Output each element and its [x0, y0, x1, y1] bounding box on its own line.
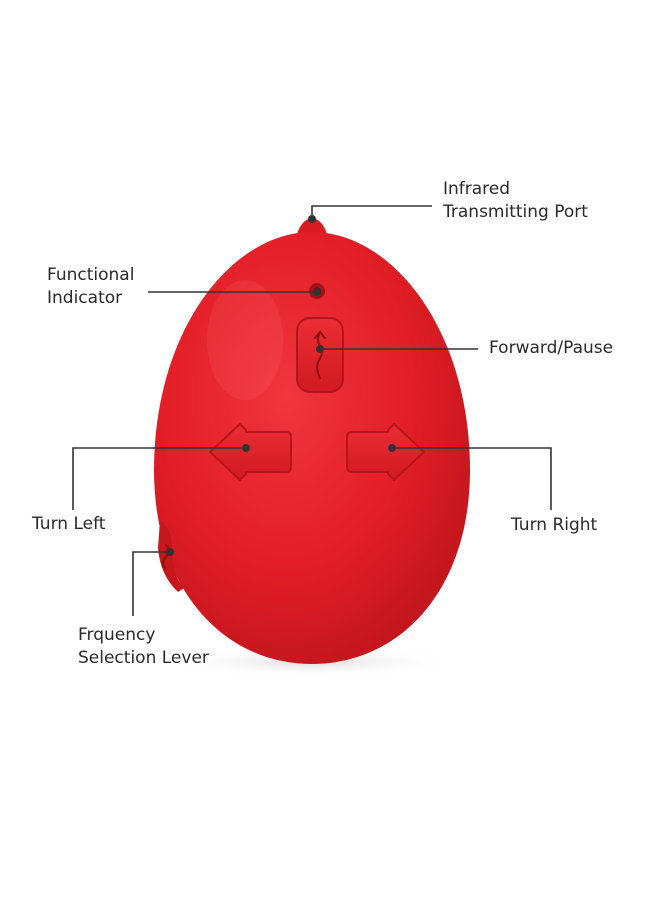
label-infrared-line1: Infrared — [443, 179, 511, 199]
dot-forward — [316, 345, 324, 353]
leader-turn-right — [392, 447, 552, 510]
leader-frequency — [132, 551, 170, 616]
forward-icon — [316, 331, 323, 379]
frequency-lever — [158, 520, 184, 592]
label-turn-left-text: Turn Left — [32, 514, 106, 534]
label-infrared-line2: Transmitting Port — [443, 202, 588, 222]
forward-pause-button — [296, 317, 344, 393]
label-turn-right: Turn Right — [511, 514, 597, 537]
label-indicator-line2: Indicator — [47, 288, 123, 308]
turn-left-button — [209, 423, 292, 481]
label-forward-pause: Forward/Pause — [489, 337, 613, 360]
label-frequency-lever: Frquency Selection Lever — [78, 624, 209, 670]
dot-turn-right — [388, 444, 396, 452]
dot-infrared — [308, 215, 316, 223]
dot-indicator — [313, 288, 321, 296]
remote-body — [154, 232, 470, 664]
label-forward-text: Forward/Pause — [489, 338, 614, 358]
label-frequency-line1: Frquency — [78, 625, 156, 645]
label-frequency-line2: Selection Lever — [78, 648, 209, 668]
leader-infrared — [311, 205, 432, 220]
dot-frequency — [166, 548, 174, 556]
turn-right-button — [346, 423, 425, 481]
label-infrared-port: Infrared Transmitting Port — [443, 178, 588, 224]
body-highlight — [207, 280, 283, 400]
forward-arrow-icon — [314, 330, 326, 339]
leader-turn-left — [72, 447, 246, 510]
label-indicator-line1: Functional — [47, 265, 135, 285]
label-turn-left: Turn Left — [32, 513, 105, 536]
label-turn-right-text: Turn Right — [511, 515, 598, 535]
leader-dots — [166, 215, 396, 556]
dot-turn-left — [242, 444, 250, 452]
label-functional-indicator: Functional Indicator — [47, 264, 134, 310]
